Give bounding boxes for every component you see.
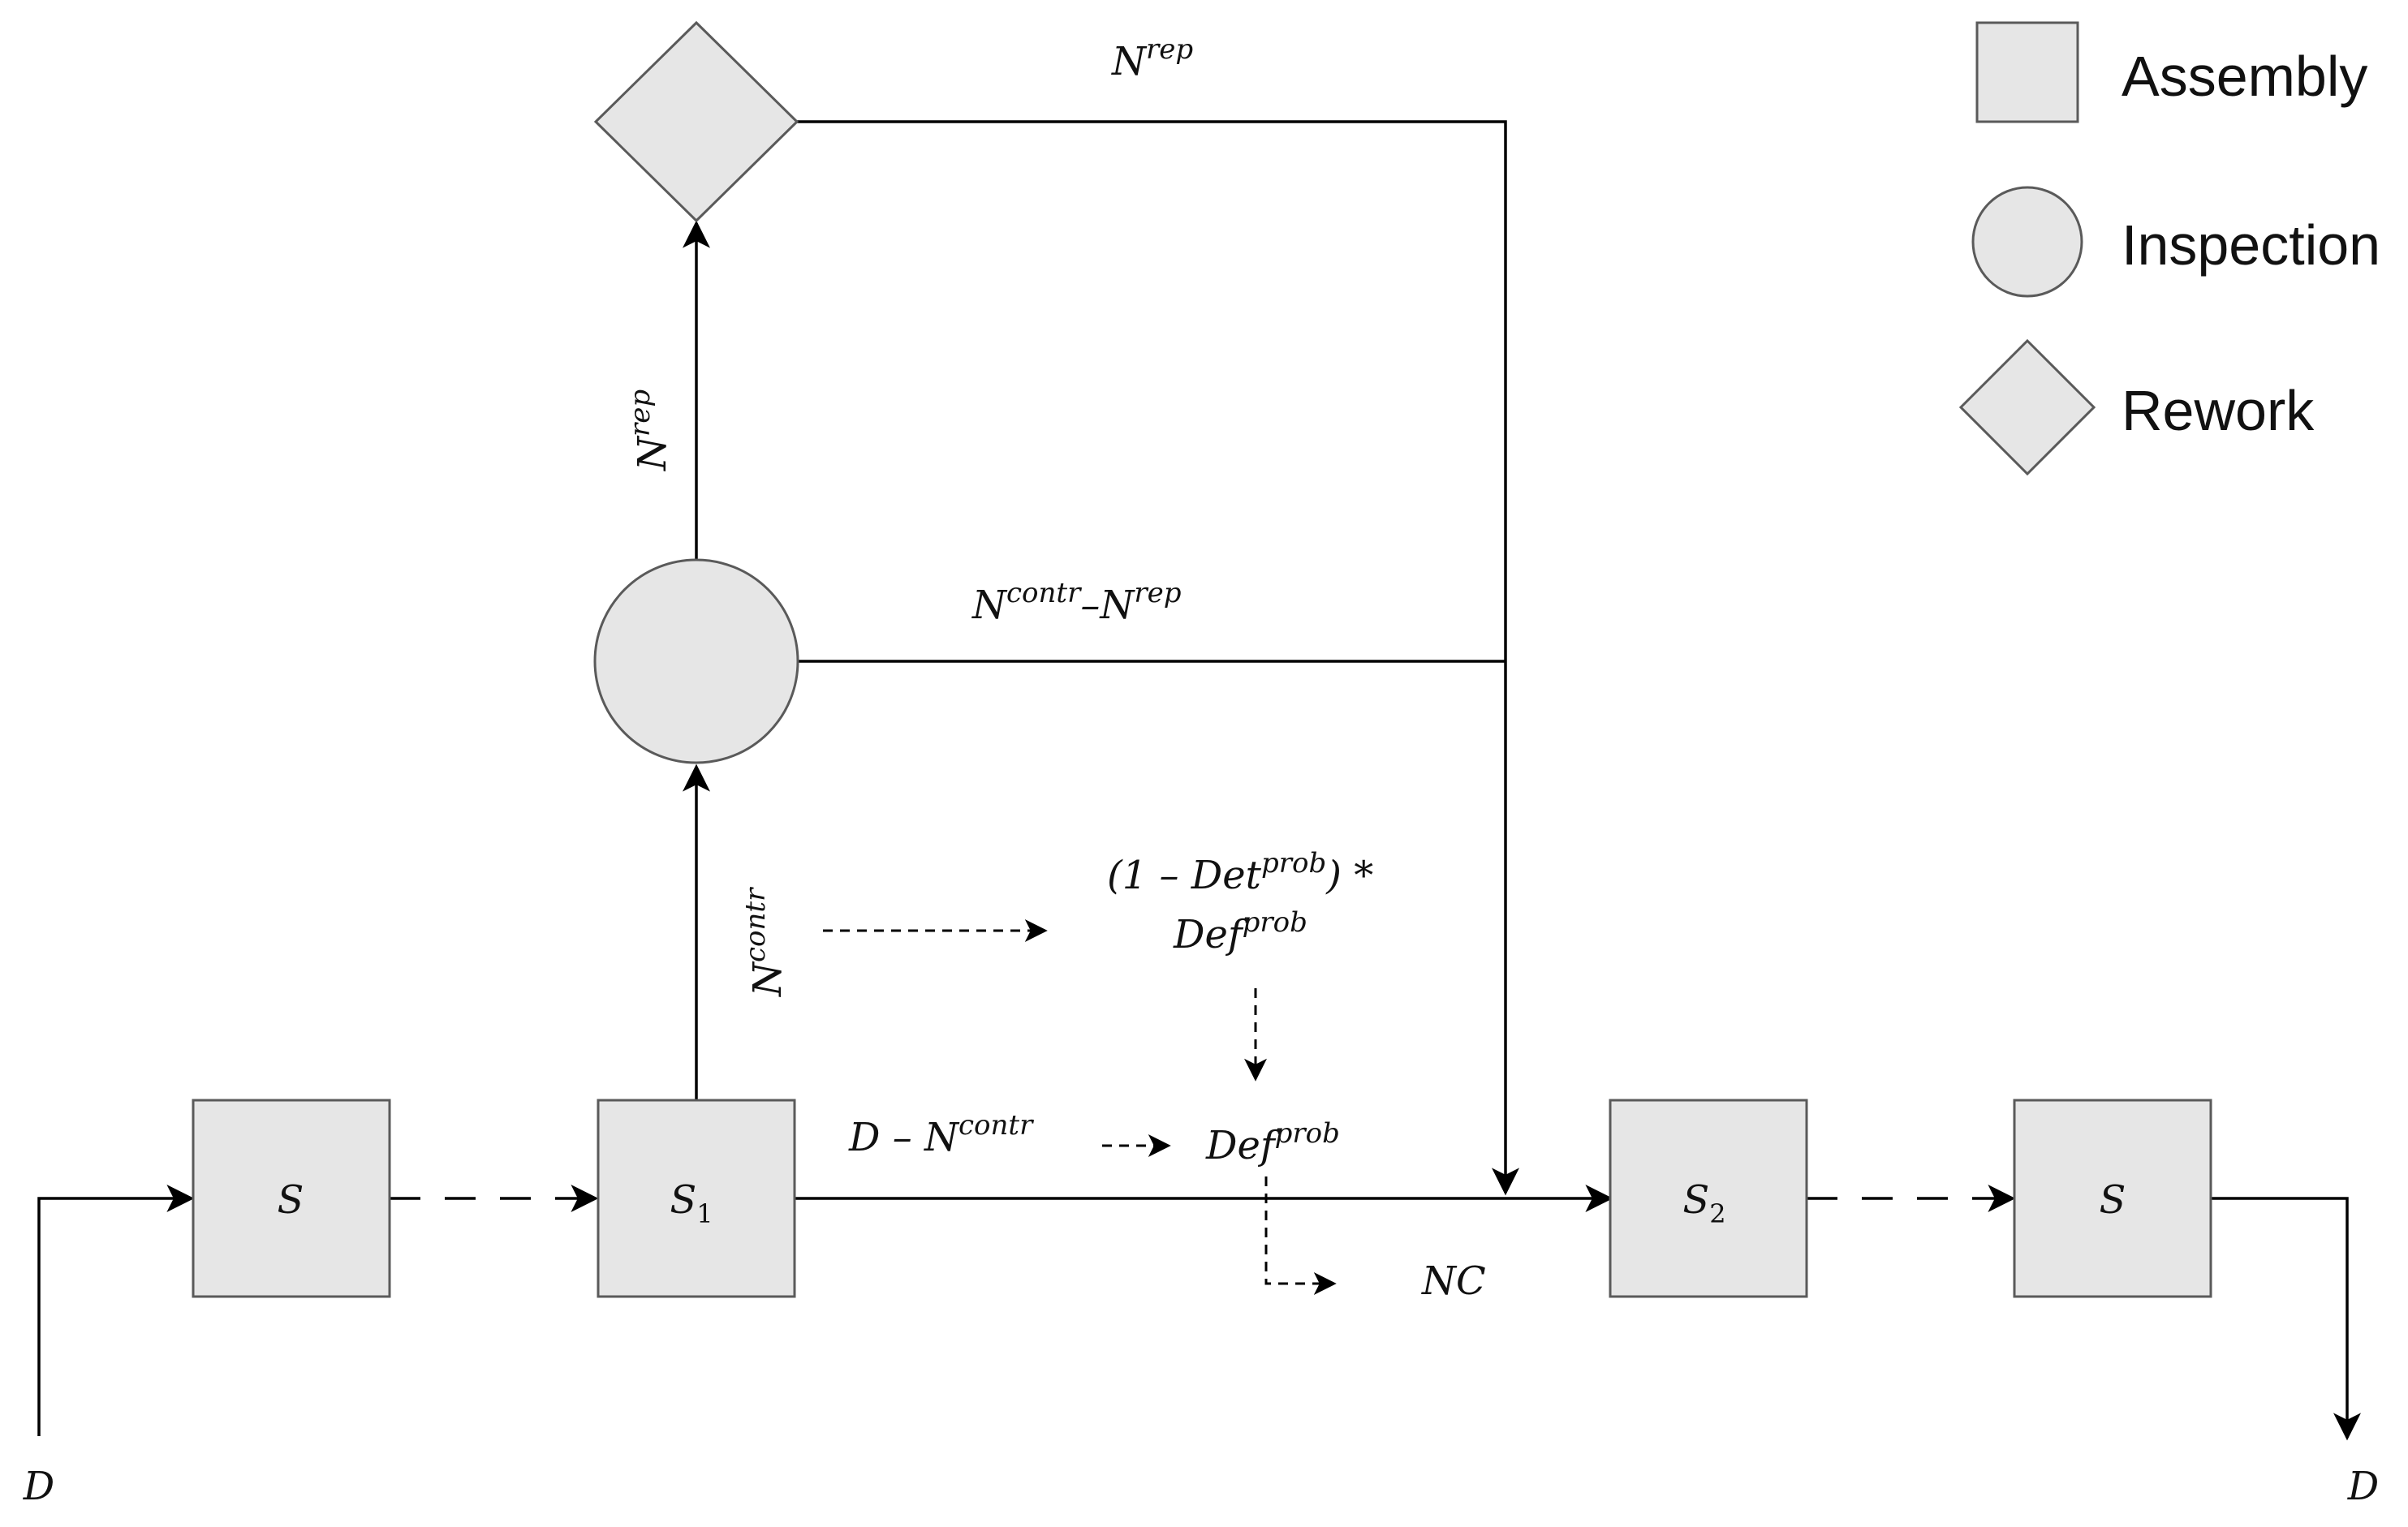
legend-rework-label: Rework [2122,379,2315,442]
n-contr-minus-n-rep-label: Ncontr–Nrep [971,577,1181,628]
station-s2-label: S2 [1682,1177,1725,1229]
rework-node [593,20,799,223]
nc-label: NC [1421,1258,1486,1304]
n-rep-vertical-label: Nrep [624,389,675,471]
demand-in-label: D [23,1464,54,1509]
rework-return-line [797,120,1519,1196]
n-rep-top-label: Nrep [1111,33,1193,84]
station-s1 [597,1099,796,1298]
undetected-defect-label-line1: (1 – Detprob) * [1107,847,1373,898]
demand-out-label: D [2347,1464,2379,1509]
legend: Assembly Inspection Rework [1958,21,2380,476]
input-flow-line [37,1185,195,1436]
station-first-label: S [278,1177,304,1223]
n-contr-vertical-label: Ncontr [739,887,790,997]
station-last-label: S [2100,1177,2126,1223]
inspection-node [593,558,799,764]
output-flow-line [2209,1197,2361,1441]
legend-inspection-label: Inspection [2122,213,2380,277]
undetected-defect-label-line2: Defprob [1173,906,1307,957]
station-s2 [1609,1099,1808,1298]
legend-rework-icon [1958,338,2096,476]
d-minus-n-contr-label: D – Ncontr [848,1109,1034,1160]
station-last [2013,1099,2212,1298]
legend-assembly-label: Assembly [2122,45,2367,108]
def-prob-label: Defprob [1205,1117,1340,1168]
legend-inspection-icon [1971,186,2083,298]
dotted-arrow-defprob-to-nc [1264,1176,1337,1295]
station-s1-label: S1 [670,1177,713,1229]
legend-assembly-icon [1975,21,2079,123]
station-first [192,1099,391,1298]
